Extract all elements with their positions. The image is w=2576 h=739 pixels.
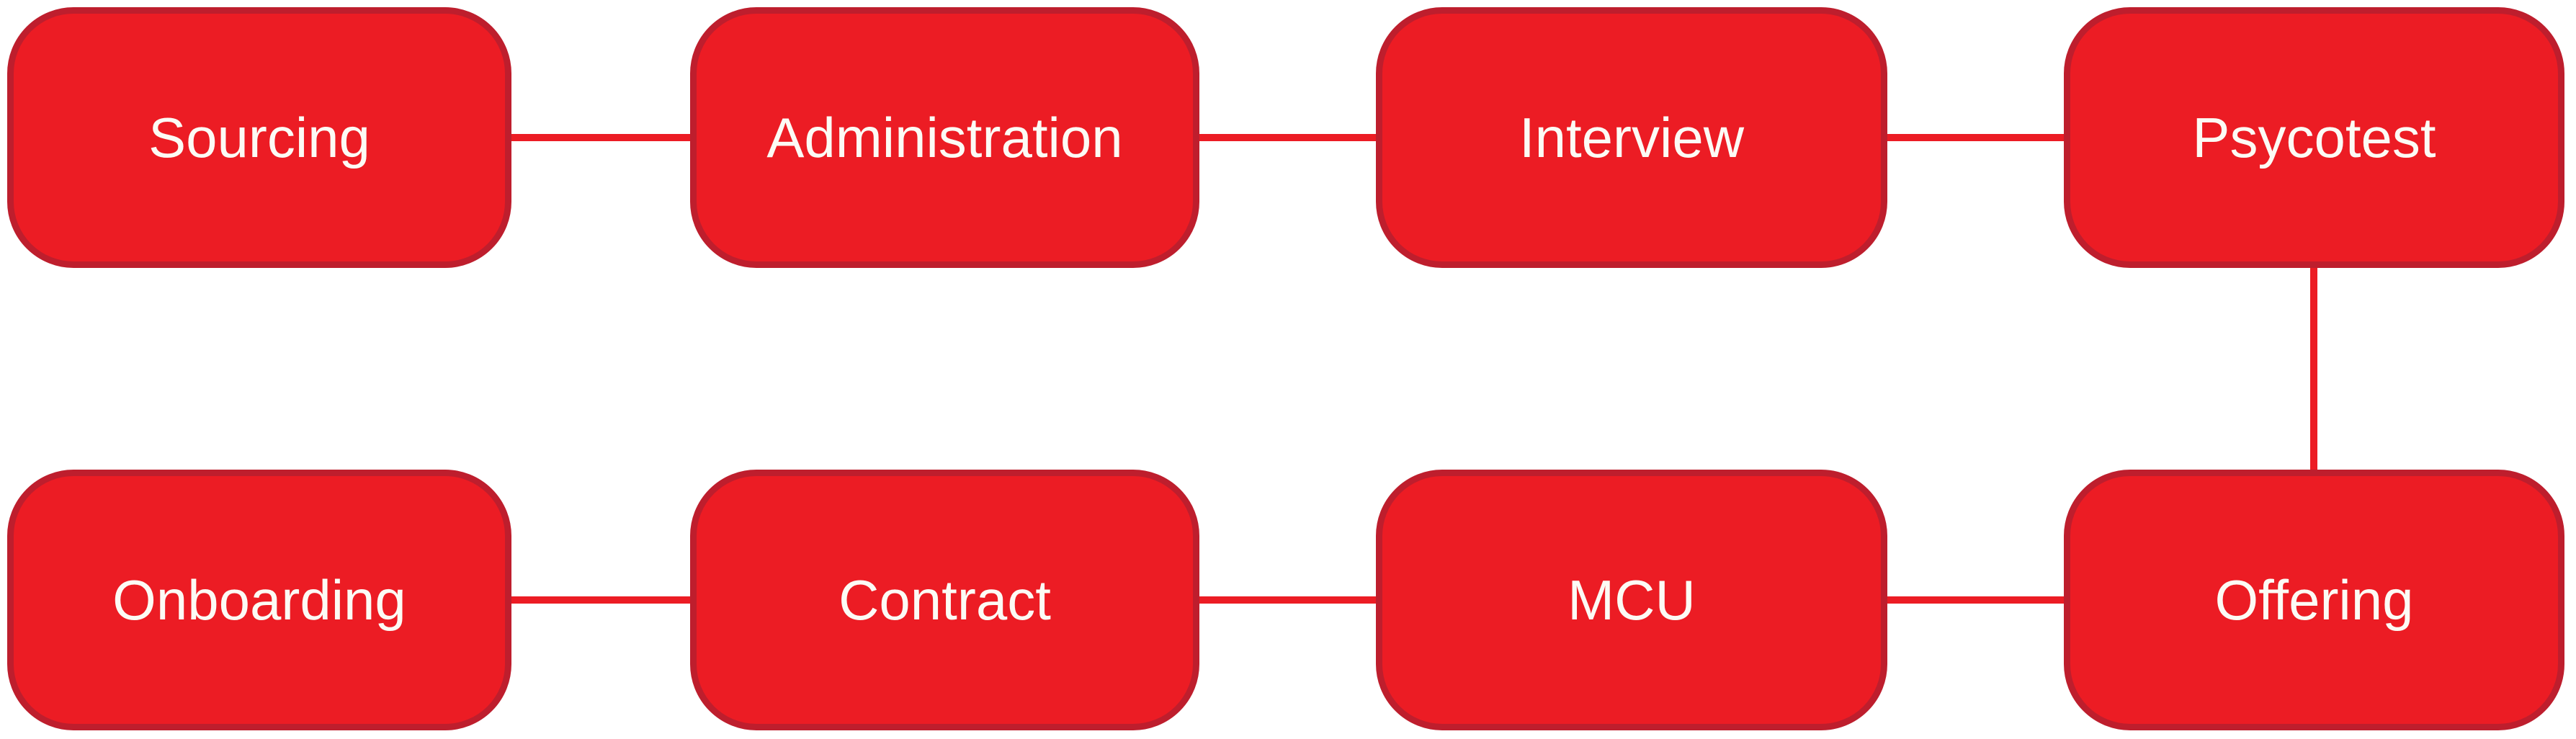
- node-sourcing-label: Sourcing: [148, 106, 370, 169]
- node-onboarding: Onboarding: [7, 470, 511, 730]
- connector-interview-psycotest: [1887, 134, 2064, 141]
- connector-psycotest-offering: [2310, 268, 2317, 470]
- node-mcu-label: MCU: [1567, 568, 1696, 632]
- node-psycotest: Psycotest: [2064, 7, 2564, 268]
- connector-mcu-contract: [1199, 596, 1376, 604]
- connector-administration-interview: [1199, 134, 1376, 141]
- node-administration-label: Administration: [766, 106, 1123, 169]
- connector-offering-mcu: [1887, 596, 2064, 604]
- node-interview-label: Interview: [1519, 106, 1745, 169]
- node-psycotest-label: Psycotest: [2192, 106, 2436, 169]
- node-onboarding-label: Onboarding: [112, 568, 406, 632]
- node-offering-label: Offering: [2214, 568, 2414, 632]
- node-contract: Contract: [690, 470, 1199, 730]
- node-sourcing: Sourcing: [7, 7, 511, 268]
- node-administration: Administration: [690, 7, 1199, 268]
- node-contract-label: Contract: [838, 568, 1051, 632]
- connector-sourcing-administration: [511, 134, 690, 141]
- connector-contract-onboarding: [511, 596, 690, 604]
- node-mcu: MCU: [1376, 470, 1887, 730]
- node-interview: Interview: [1376, 7, 1887, 268]
- node-offering: Offering: [2064, 470, 2564, 730]
